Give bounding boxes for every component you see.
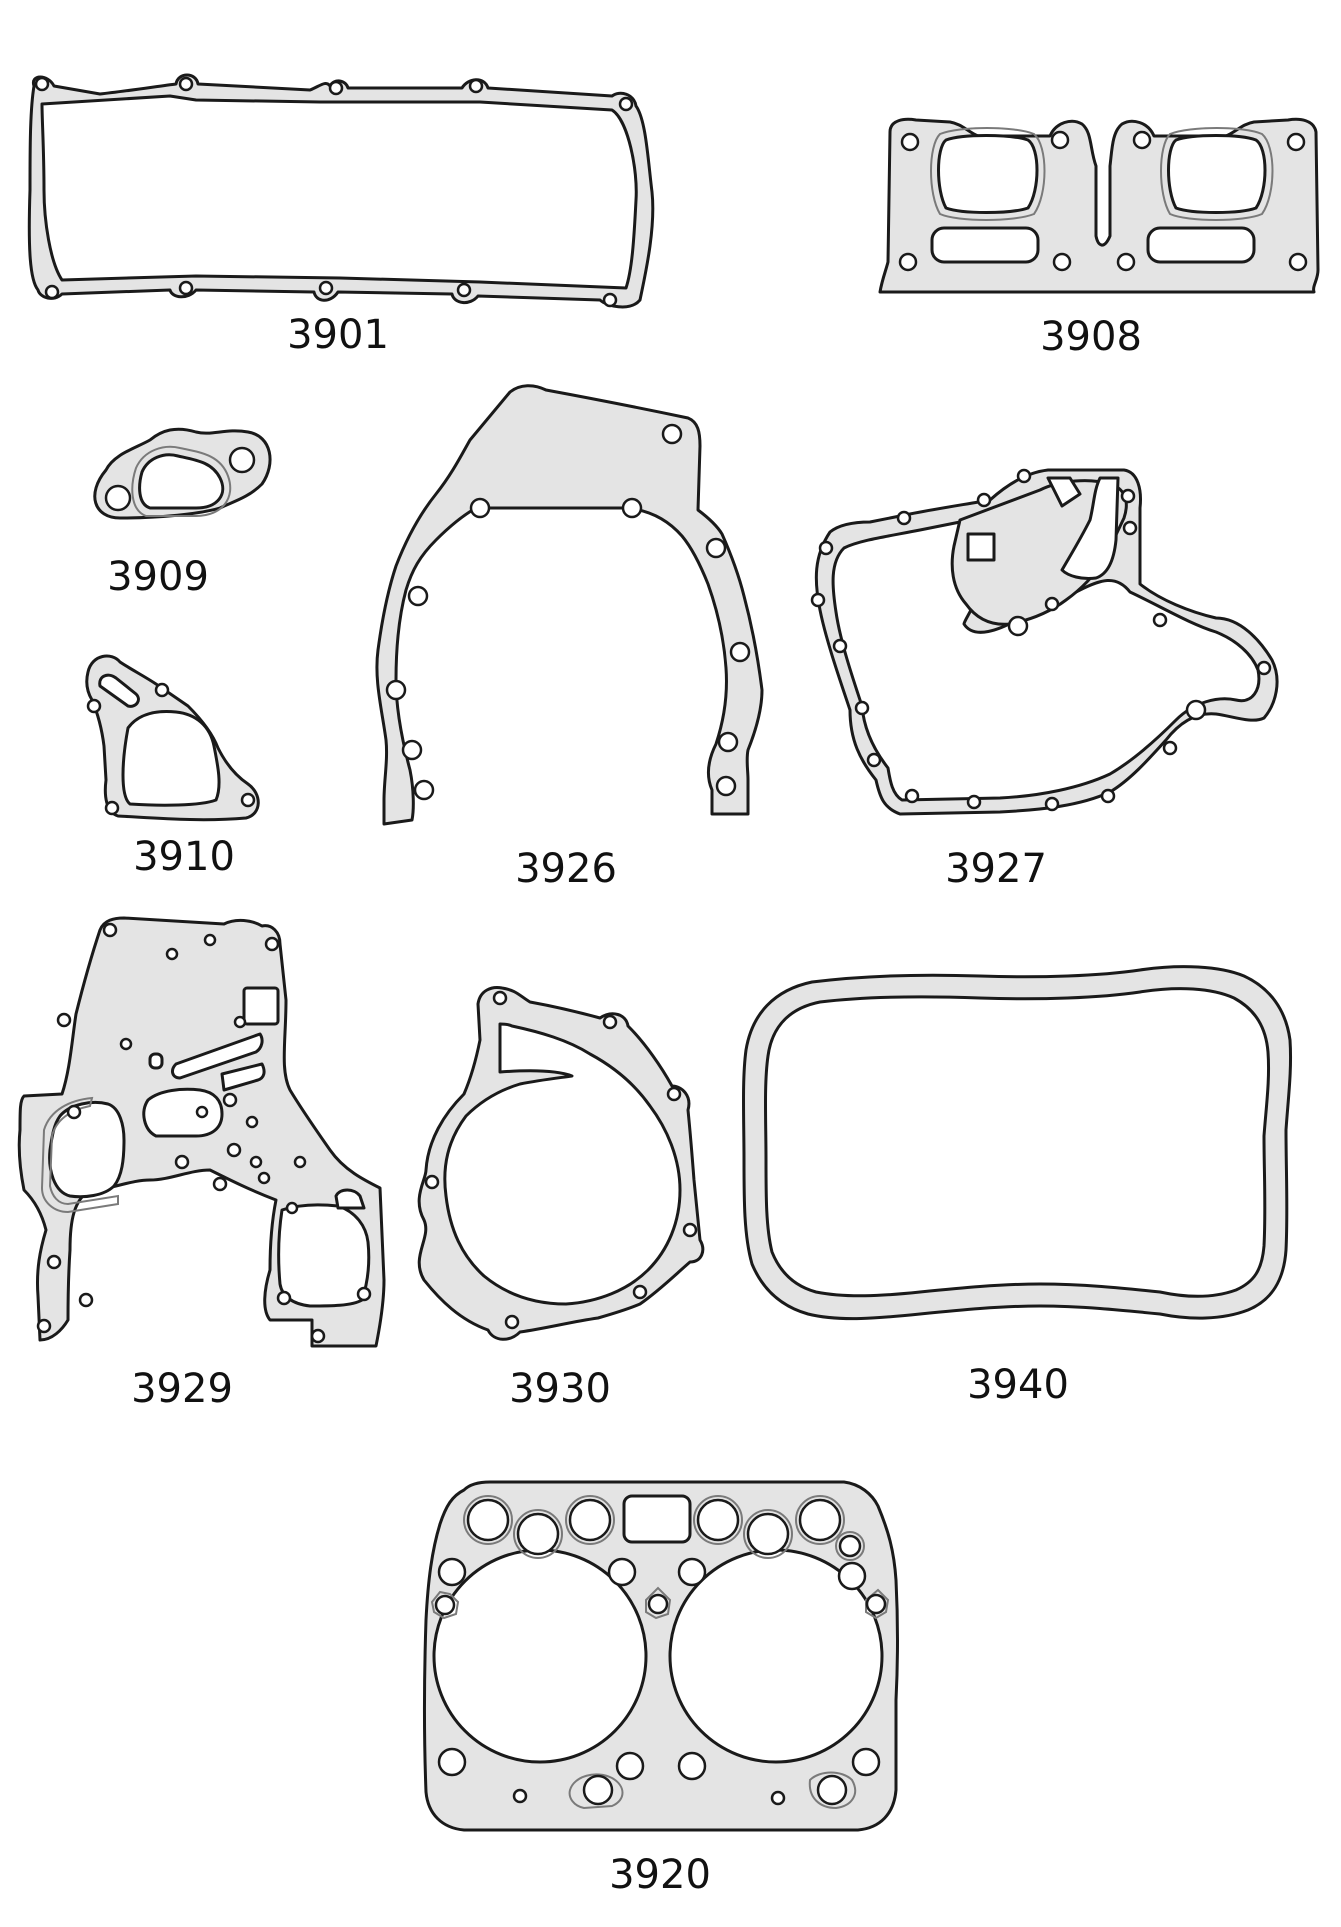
gasket-3927: 3927 <box>810 468 1279 892</box>
gasket-3908: 3908 <box>878 117 1320 360</box>
part-label-3929: 3929 <box>131 1366 233 1412</box>
bolt-holes-3927 <box>810 468 1272 812</box>
gasket-3940: 3940 <box>742 965 1293 1408</box>
gasket-3909: 3909 <box>93 427 272 600</box>
bolt-holes-3926 <box>385 423 751 801</box>
water-passages-3920 <box>437 1495 881 1806</box>
part-label-3908: 3908 <box>1040 314 1142 360</box>
bolt-holes-3901 <box>34 76 634 308</box>
part-label-3909: 3909 <box>107 554 209 600</box>
gasket-3901: 3901 <box>27 73 655 358</box>
part-label-3910: 3910 <box>133 834 235 880</box>
gasket-3930: 3930 <box>417 986 705 1412</box>
bolt-holes-3930 <box>424 990 698 1330</box>
part-label-3926: 3926 <box>515 846 617 892</box>
part-label-3930: 3930 <box>509 1366 611 1412</box>
part-label-3940: 3940 <box>967 1362 1069 1408</box>
part-label-3927: 3927 <box>945 846 1047 892</box>
part-label-3920: 3920 <box>609 1852 711 1898</box>
head-bolt-holes-3920 <box>430 1586 890 1810</box>
gasket-3920: 3920 <box>423 1480 899 1898</box>
gasket-3929: 3929 <box>17 916 386 1412</box>
bolt-holes-3908 <box>898 130 1308 272</box>
part-label-3901: 3901 <box>287 312 389 358</box>
gasket-3926: 3926 <box>375 384 764 892</box>
gasket-3910: 3910 <box>85 654 260 880</box>
bolt-holes-3929 <box>36 922 372 1344</box>
